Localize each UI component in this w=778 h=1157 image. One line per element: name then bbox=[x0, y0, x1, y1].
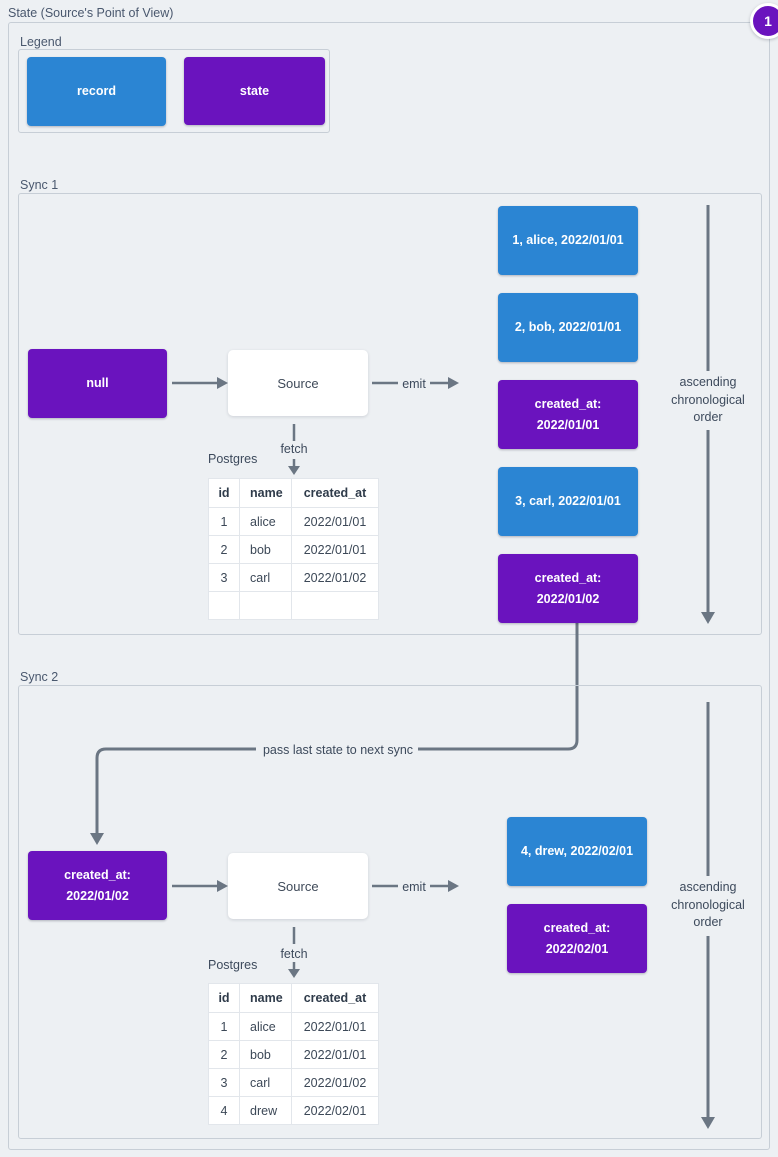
cell-created-at: 2022/01/01 bbox=[291, 507, 379, 536]
table-row: 1 alice 2022/01/01 bbox=[208, 507, 379, 536]
cell-id: 1 bbox=[208, 1012, 240, 1041]
table-header-row: id name created_at bbox=[208, 478, 379, 508]
cell-id: 3 bbox=[208, 1068, 240, 1097]
sync2-fetch-label: fetch bbox=[280, 947, 308, 961]
cell-created-at: 2022/02/01 bbox=[291, 1096, 379, 1125]
cell-name: alice bbox=[239, 1012, 292, 1041]
cell-name bbox=[239, 591, 292, 620]
col-header-created-at: created_at bbox=[291, 478, 379, 508]
table-row: 3 carl 2022/01/02 bbox=[208, 563, 379, 592]
sync2-input-state: created_at: 2022/01/02 bbox=[28, 851, 167, 920]
cell-name: carl bbox=[239, 563, 292, 592]
cell-id: 4 bbox=[208, 1096, 240, 1125]
sync1-fetch-label: fetch bbox=[280, 442, 308, 456]
cell-created-at: 2022/01/02 bbox=[291, 1068, 379, 1097]
sync1-postgres-table: id name created_at 1 alice 2022/01/01 2 … bbox=[208, 478, 379, 620]
cell-id: 3 bbox=[208, 563, 240, 592]
table-row: 3 carl 2022/01/02 bbox=[208, 1068, 379, 1097]
cell-created-at: 2022/01/01 bbox=[291, 1040, 379, 1069]
sync2-emit-label: emit bbox=[402, 880, 426, 894]
cell-created-at: 2022/01/02 bbox=[291, 563, 379, 592]
sync1-emitted-record-1: 1, alice, 2022/01/01 bbox=[498, 206, 638, 275]
cell-created-at bbox=[291, 591, 379, 620]
col-header-created-at: created_at bbox=[291, 983, 379, 1013]
sync2-emitted-state-1: created_at: 2022/02/01 bbox=[507, 904, 647, 973]
table-row: 4 drew 2022/02/01 bbox=[208, 1096, 379, 1125]
legend-state-swatch: state bbox=[184, 57, 325, 125]
table-row-empty bbox=[208, 591, 379, 620]
legend-record-swatch: record bbox=[27, 57, 166, 126]
sync1-emitted-state-1: created_at: 2022/01/01 bbox=[498, 380, 638, 449]
sync2-label: Sync 2 bbox=[20, 670, 59, 684]
step-badge: 1 bbox=[750, 3, 778, 39]
sync1-emitted-record-3: 3, carl, 2022/01/01 bbox=[498, 467, 638, 536]
col-header-id: id bbox=[208, 983, 240, 1013]
sync2-source-box: Source bbox=[228, 853, 368, 919]
sync2-emitted-record-1: 4, drew, 2022/02/01 bbox=[507, 817, 647, 886]
cell-created-at: 2022/01/01 bbox=[291, 535, 379, 564]
cell-id bbox=[208, 591, 240, 620]
sync1-emitted-record-2: 2, bob, 2022/01/01 bbox=[498, 293, 638, 362]
sync2-postgres-label: Postgres bbox=[208, 958, 258, 972]
col-header-name: name bbox=[239, 478, 292, 508]
sync1-frame bbox=[18, 193, 762, 635]
pass-state-note: pass last state to next sync bbox=[262, 743, 414, 757]
cell-name: carl bbox=[239, 1068, 292, 1097]
legend-label: Legend bbox=[20, 35, 62, 49]
outer-frame bbox=[8, 22, 770, 1150]
sync1-label: Sync 1 bbox=[20, 178, 59, 192]
sync1-emitted-state-2: created_at: 2022/01/02 bbox=[498, 554, 638, 623]
sync1-emit-label: emit bbox=[402, 377, 426, 391]
sync1-input-state: null bbox=[28, 349, 167, 418]
cell-name: bob bbox=[239, 1040, 292, 1069]
cell-created-at: 2022/01/01 bbox=[291, 1012, 379, 1041]
cell-name: drew bbox=[239, 1096, 292, 1125]
page-title: State (Source's Point of View) bbox=[8, 6, 174, 20]
sync1-postgres-label: Postgres bbox=[208, 452, 258, 466]
cell-id: 2 bbox=[208, 1040, 240, 1069]
cell-name: alice bbox=[239, 507, 292, 536]
legend-frame bbox=[18, 49, 330, 133]
cell-name: bob bbox=[239, 535, 292, 564]
table-row: 2 bob 2022/01/01 bbox=[208, 1040, 379, 1069]
cell-id: 1 bbox=[208, 507, 240, 536]
sync1-source-box: Source bbox=[228, 350, 368, 416]
sync2-frame bbox=[18, 685, 762, 1139]
col-header-name: name bbox=[239, 983, 292, 1013]
table-header-row: id name created_at bbox=[208, 983, 379, 1013]
table-row: 1 alice 2022/01/01 bbox=[208, 1012, 379, 1041]
col-header-id: id bbox=[208, 478, 240, 508]
sync2-order-note: ascending chronological order bbox=[671, 880, 745, 929]
sync1-order-note: ascending chronological order bbox=[671, 375, 745, 424]
table-row: 2 bob 2022/01/01 bbox=[208, 535, 379, 564]
cell-id: 2 bbox=[208, 535, 240, 564]
sync2-postgres-table: id name created_at 1 alice 2022/01/01 2 … bbox=[208, 983, 379, 1125]
